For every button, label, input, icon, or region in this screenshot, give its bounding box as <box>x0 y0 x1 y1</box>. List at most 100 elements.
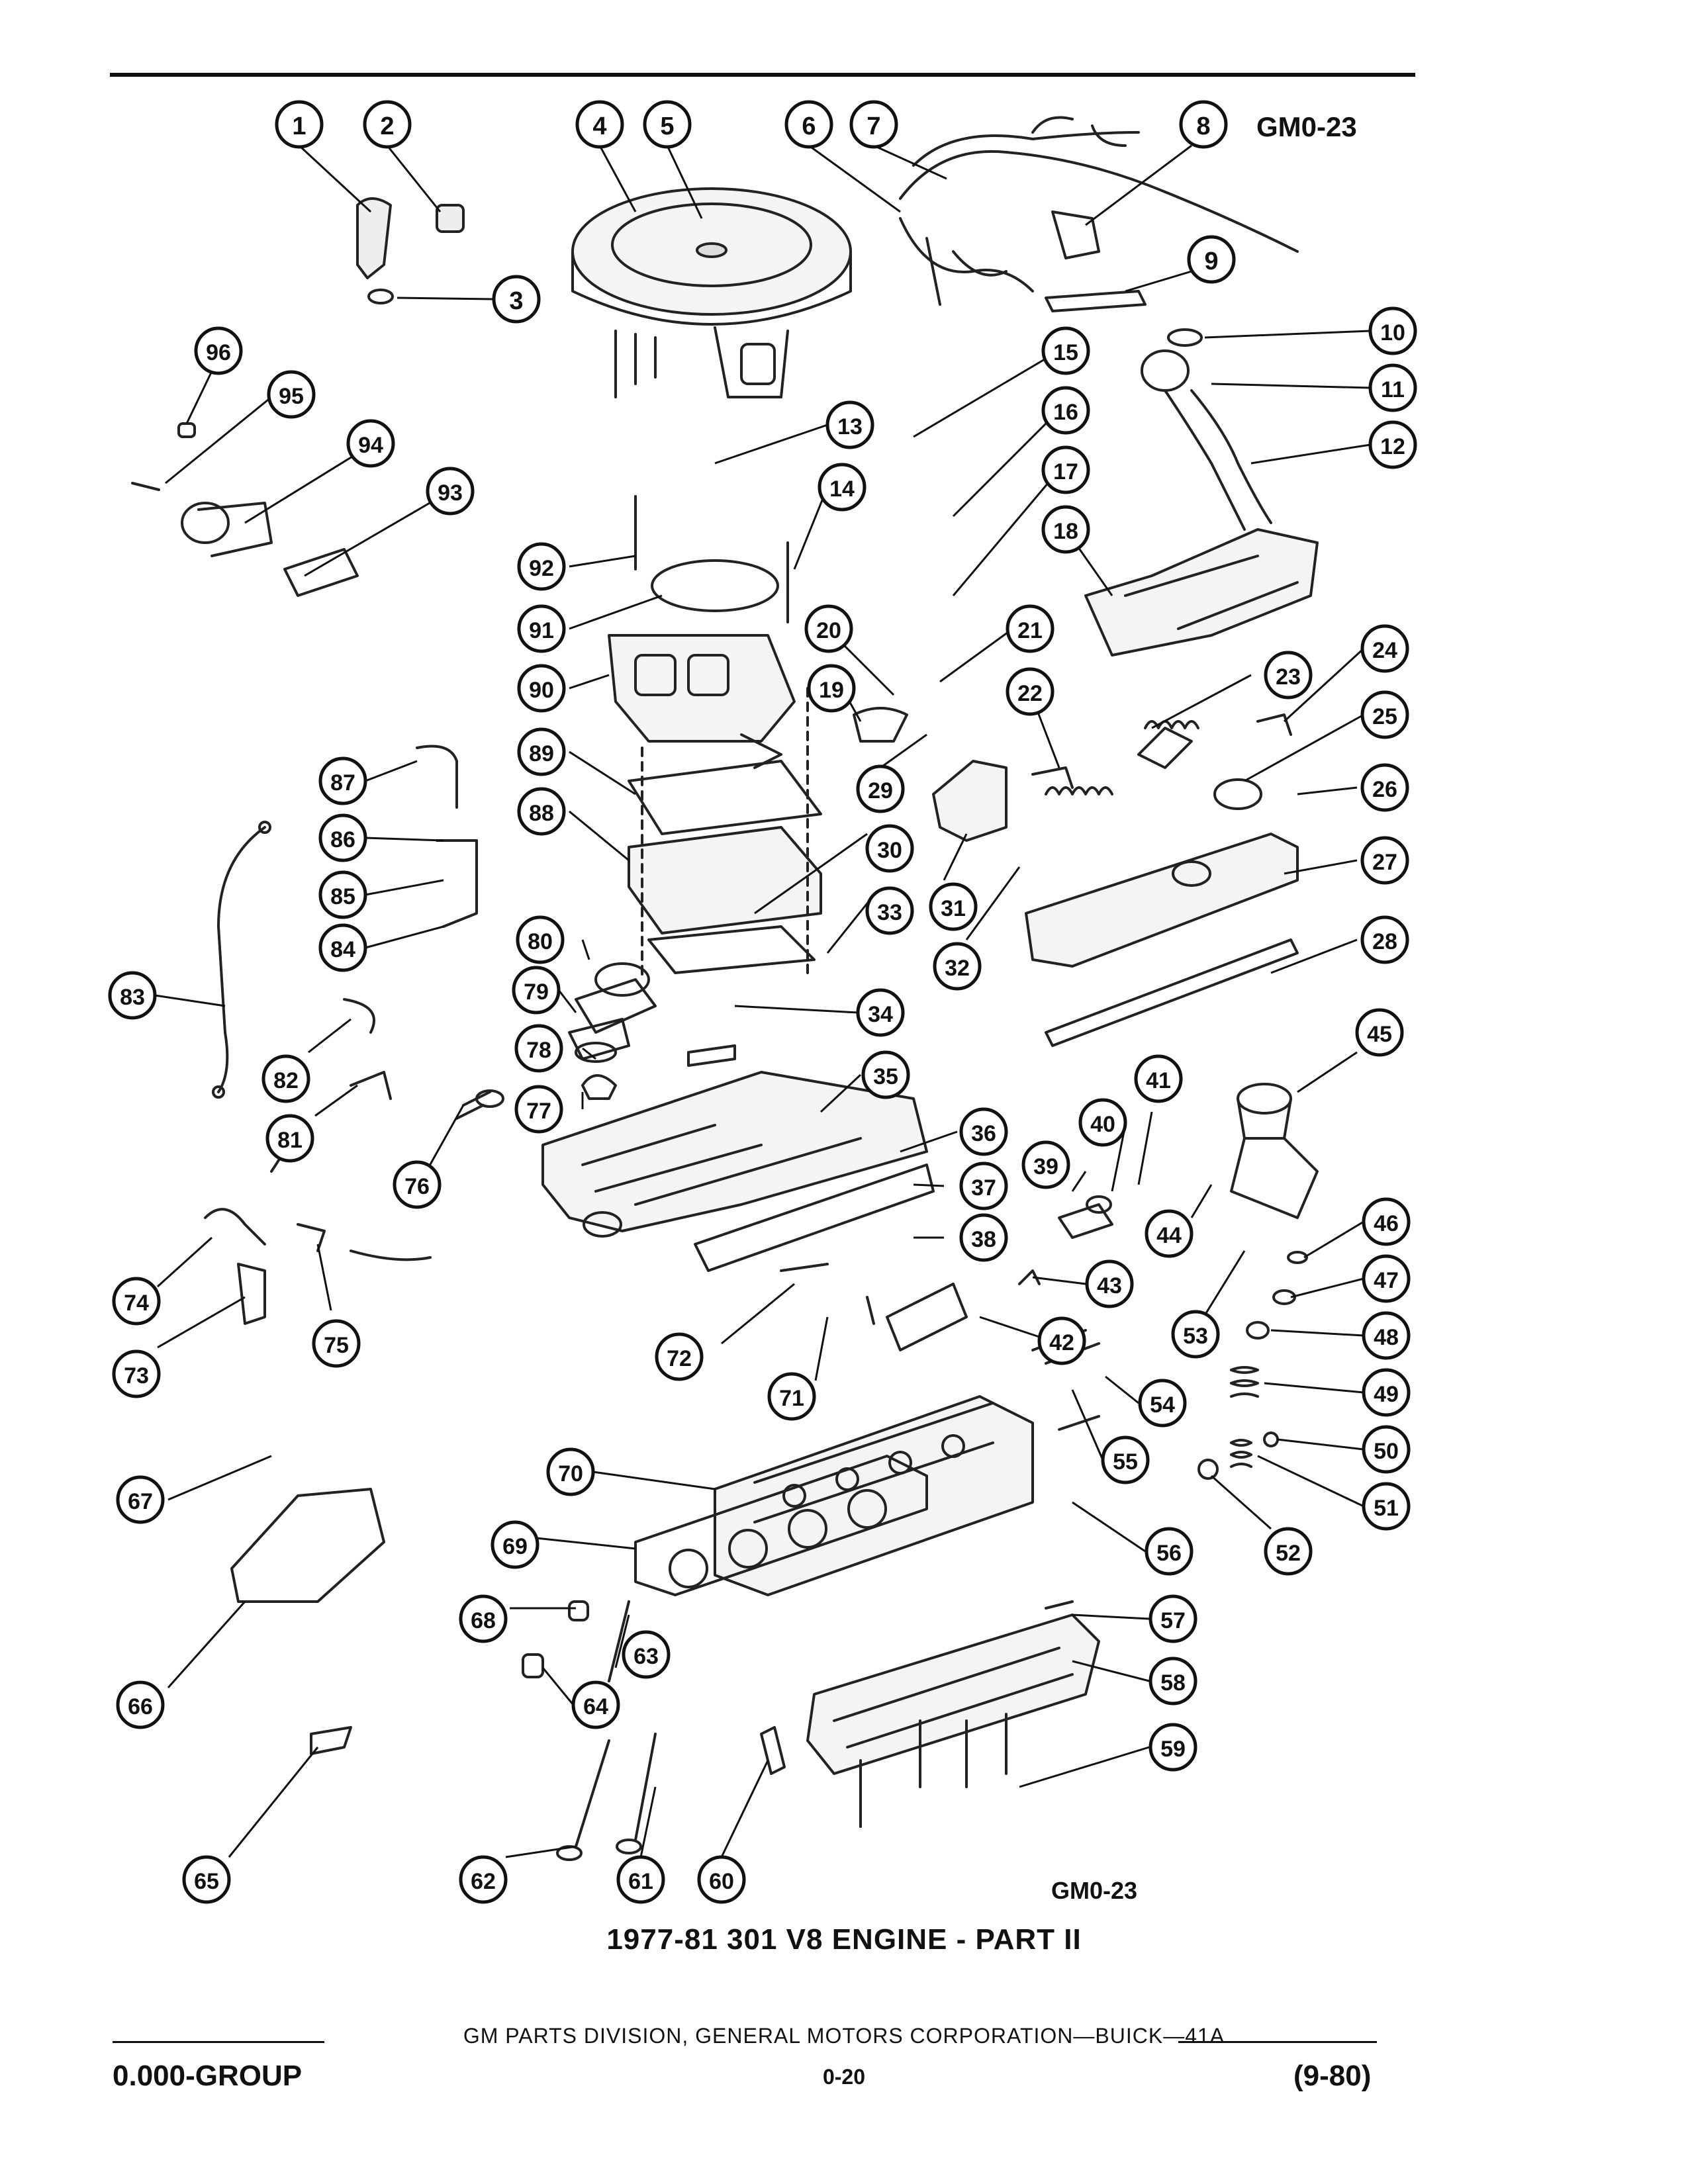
valve-spring-parts-drawing <box>1197 1251 1308 1480</box>
callout-label: 42 <box>1049 1330 1074 1355</box>
callout-68: 68 <box>459 1594 508 1643</box>
callout-72: 72 <box>655 1332 704 1381</box>
callout-label: 67 <box>128 1489 153 1514</box>
callout-76: 76 <box>393 1160 442 1209</box>
callout-55: 55 <box>1101 1435 1150 1484</box>
callout-11: 11 <box>1368 363 1417 412</box>
callout-61: 61 <box>616 1855 665 1904</box>
figure-caption: 1977-81 301 V8 ENGINE - PART II <box>606 1923 1082 1956</box>
callout-label: 15 <box>1053 340 1078 365</box>
callout-label: 3 <box>509 287 523 315</box>
callout-label: 43 <box>1097 1273 1122 1298</box>
callout-label: 37 <box>971 1175 996 1201</box>
callout-label: 96 <box>206 340 231 365</box>
callout-label: 10 <box>1380 320 1405 345</box>
cylinder-head-drawing <box>634 1395 1034 1596</box>
callout-label: 73 <box>124 1363 149 1388</box>
callout-label: 22 <box>1017 681 1043 706</box>
callout-label: 27 <box>1372 850 1397 875</box>
callout-label: 23 <box>1276 664 1301 690</box>
footer-rule-left <box>113 2041 324 2043</box>
callout-label: 18 <box>1053 519 1078 544</box>
callout-5: 5 <box>643 100 692 149</box>
callout-label: 64 <box>583 1694 608 1719</box>
callout-label: 39 <box>1033 1154 1058 1179</box>
callout-label: 4 <box>592 113 606 140</box>
callout-label: 1 <box>292 113 306 140</box>
callout-label: 32 <box>945 956 970 981</box>
callout-8: 8 <box>1179 100 1228 149</box>
callout-label: 65 <box>194 1869 219 1894</box>
egr-adapter-drawing <box>131 422 359 597</box>
callout-18: 18 <box>1041 505 1090 554</box>
footer-credit: GM PARTS DIVISION, GENERAL MOTORS CORPOR… <box>463 2024 1225 2048</box>
callout-1: 1 <box>275 100 324 149</box>
callout-9: 9 <box>1187 235 1236 284</box>
callout-label: 29 <box>868 778 893 803</box>
callout-label: 95 <box>279 384 304 409</box>
callout-label: 61 <box>628 1869 653 1894</box>
callout-label: 35 <box>873 1064 898 1089</box>
callout-label: 6 <box>802 113 816 140</box>
callout-17: 17 <box>1041 445 1090 494</box>
callout-91: 91 <box>517 604 566 653</box>
callout-label: 57 <box>1160 1608 1186 1633</box>
callout-label: 80 <box>528 929 553 954</box>
callout-94: 94 <box>346 419 395 468</box>
callout-28: 28 <box>1360 915 1409 964</box>
callout-95: 95 <box>267 370 316 419</box>
callout-67: 67 <box>116 1475 165 1524</box>
callout-label: 63 <box>633 1644 659 1669</box>
callout-40: 40 <box>1078 1098 1127 1147</box>
callout-93: 93 <box>426 467 475 516</box>
callout-label: 84 <box>330 937 355 962</box>
callout-70: 70 <box>546 1447 595 1496</box>
callout-80: 80 <box>516 915 565 964</box>
callout-64: 64 <box>571 1680 620 1729</box>
callout-label: 93 <box>438 480 463 506</box>
callout-label: 19 <box>819 678 844 703</box>
carburetor-drawing <box>608 495 796 769</box>
callout-label: 28 <box>1372 929 1397 954</box>
callout-label: 36 <box>971 1121 996 1146</box>
callout-13: 13 <box>825 400 874 449</box>
callout-57: 57 <box>1149 1594 1197 1643</box>
callout-37: 37 <box>959 1161 1008 1210</box>
callout-81: 81 <box>265 1114 314 1163</box>
callout-label: 58 <box>1160 1670 1186 1696</box>
callout-label: 49 <box>1374 1382 1399 1407</box>
callout-label: 48 <box>1374 1325 1399 1350</box>
callout-31: 31 <box>929 882 978 931</box>
callout-89: 89 <box>517 727 566 776</box>
callout-46: 46 <box>1362 1197 1411 1246</box>
callout-4: 4 <box>575 100 624 149</box>
duct-drawing <box>1141 328 1272 531</box>
callout-77: 77 <box>514 1085 563 1134</box>
callout-label: 24 <box>1372 638 1397 663</box>
callout-label: 8 <box>1196 113 1210 140</box>
callout-label: 89 <box>529 741 554 766</box>
callout-90: 90 <box>517 664 566 713</box>
callout-label: 45 <box>1367 1022 1392 1047</box>
callout-label: 16 <box>1053 400 1078 425</box>
callout-82: 82 <box>261 1054 310 1103</box>
callout-15: 15 <box>1041 326 1090 375</box>
callout-label: 90 <box>529 678 554 703</box>
egr-drawing <box>1230 1083 1319 1219</box>
heat-stove-drawing <box>1084 528 1319 657</box>
callout-label: 11 <box>1381 377 1405 402</box>
vacuum-hoses-drawing <box>899 116 1299 312</box>
callout-label: 25 <box>1372 704 1397 729</box>
callout-78: 78 <box>514 1024 563 1073</box>
callout-label: 77 <box>526 1099 551 1124</box>
group-label: 0.000-GROUP <box>113 2060 303 2092</box>
callout-label: 55 <box>1113 1449 1138 1475</box>
callout-label: 85 <box>330 884 355 909</box>
callout-label: 46 <box>1374 1211 1399 1236</box>
callout-14: 14 <box>818 463 867 512</box>
callout-51: 51 <box>1362 1482 1411 1531</box>
callout-label: 41 <box>1146 1068 1171 1093</box>
revision-date: (9-80) <box>1293 2060 1372 2092</box>
callout-label: 82 <box>273 1068 299 1093</box>
valves-drawing <box>310 1600 786 1861</box>
